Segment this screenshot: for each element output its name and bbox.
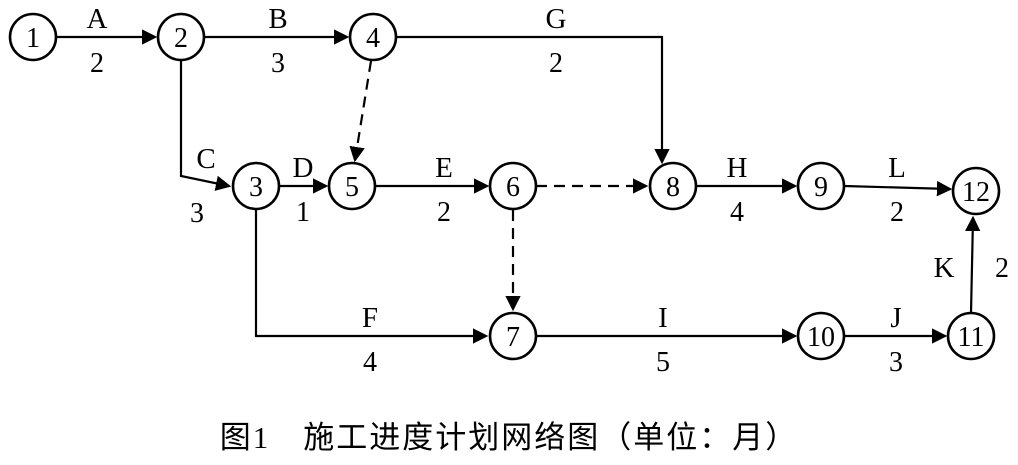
node-3: 3 bbox=[231, 161, 281, 211]
node-3-circle bbox=[231, 161, 281, 211]
activity-E-duration: 2 bbox=[437, 197, 451, 228]
node-7: 7 bbox=[488, 311, 538, 361]
activity-L-duration: 2 bbox=[890, 197, 904, 228]
arrow-K bbox=[965, 215, 981, 314]
node-9: 9 bbox=[796, 161, 846, 211]
activity-C-duration: 3 bbox=[190, 198, 204, 229]
node-6-circle bbox=[488, 161, 538, 211]
activity-I-label: I bbox=[658, 302, 668, 334]
node-12-number: 12 bbox=[962, 177, 990, 208]
node-10-number: 10 bbox=[807, 322, 835, 353]
activity-I-duration: 5 bbox=[656, 347, 670, 378]
edge-B: B 3 bbox=[204, 3, 350, 79]
node-8-number: 8 bbox=[666, 172, 680, 203]
node-3-number: 3 bbox=[249, 172, 263, 203]
activity-G-label: G bbox=[546, 3, 567, 35]
edge-G: G 2 bbox=[396, 3, 670, 165]
node-7-circle bbox=[488, 311, 538, 361]
node-11-number: 11 bbox=[958, 322, 985, 353]
node-9-number: 9 bbox=[814, 172, 828, 203]
edge-D: D 1 bbox=[279, 152, 329, 228]
node-1: 1 bbox=[8, 12, 58, 62]
arrow-C bbox=[179, 60, 232, 191]
activity-C-label: C bbox=[196, 143, 215, 175]
arrow-F bbox=[254, 209, 489, 344]
activity-K-label: K bbox=[934, 252, 955, 284]
activity-E-label: E bbox=[435, 152, 453, 184]
activity-H-duration: 4 bbox=[730, 197, 744, 228]
node-7-number: 7 bbox=[506, 322, 520, 353]
node-1-number: 1 bbox=[26, 23, 40, 54]
activity-L-label: L bbox=[888, 152, 906, 184]
activity-K-duration: 2 bbox=[995, 253, 1009, 284]
node-4-circle bbox=[348, 12, 398, 62]
edge-K: K 2 bbox=[934, 215, 1009, 314]
node-11: 11 bbox=[946, 311, 996, 361]
edge-H: H 4 bbox=[696, 152, 798, 228]
dummy-arrow-4-5 bbox=[349, 60, 373, 163]
node-12-circle bbox=[951, 166, 1001, 216]
activity-J-duration: 3 bbox=[889, 347, 903, 378]
node-11-circle bbox=[946, 311, 996, 361]
edge-I: I 5 bbox=[536, 302, 798, 378]
node-10: 10 bbox=[796, 311, 846, 361]
node-4-number: 4 bbox=[366, 23, 380, 54]
edge-L: L 2 bbox=[843, 152, 953, 228]
node-9-circle bbox=[796, 161, 846, 211]
activity-H-label: H bbox=[727, 152, 748, 184]
activity-J-label: J bbox=[890, 302, 901, 334]
activity-B-duration: 3 bbox=[271, 48, 285, 79]
activity-G-duration: 2 bbox=[549, 48, 563, 79]
activity-A-duration: 2 bbox=[90, 48, 104, 79]
arrow-G bbox=[396, 35, 670, 165]
node-10-circle bbox=[796, 311, 846, 361]
node-8: 8 bbox=[648, 161, 698, 211]
node-12: 12 bbox=[951, 166, 1001, 216]
edge-C: C 3 bbox=[179, 60, 232, 229]
activity-D-duration: 1 bbox=[296, 197, 310, 228]
figure-caption: 图1 施工进度计划网络图（单位：月） bbox=[219, 420, 799, 455]
edge-E: E 2 bbox=[375, 152, 490, 228]
node-2-circle bbox=[156, 12, 206, 62]
node-6-number: 6 bbox=[506, 172, 520, 203]
edge-F: F 4 bbox=[254, 209, 489, 378]
diagram-canvas: A 2 B 3 G 2 C 3 D 1 E 2 bbox=[8, 3, 1009, 378]
node-4: 4 bbox=[348, 12, 398, 62]
activity-F-duration: 4 bbox=[363, 347, 377, 378]
activity-F-label: F bbox=[362, 302, 378, 334]
node-2: 2 bbox=[156, 12, 206, 62]
arrow-L bbox=[843, 180, 953, 197]
activity-D-label: D bbox=[293, 152, 314, 184]
node-8-circle bbox=[648, 161, 698, 211]
edge-J: J 3 bbox=[844, 302, 948, 378]
node-5-circle bbox=[327, 161, 377, 211]
activity-B-label: B bbox=[268, 3, 287, 35]
node-2-number: 2 bbox=[174, 23, 188, 54]
node-5: 5 bbox=[327, 161, 377, 211]
node-6: 6 bbox=[488, 161, 538, 211]
activity-A-label: A bbox=[87, 3, 108, 35]
node-1-circle bbox=[8, 12, 58, 62]
node-5-number: 5 bbox=[345, 172, 359, 203]
edge-A: A 2 bbox=[56, 3, 158, 79]
